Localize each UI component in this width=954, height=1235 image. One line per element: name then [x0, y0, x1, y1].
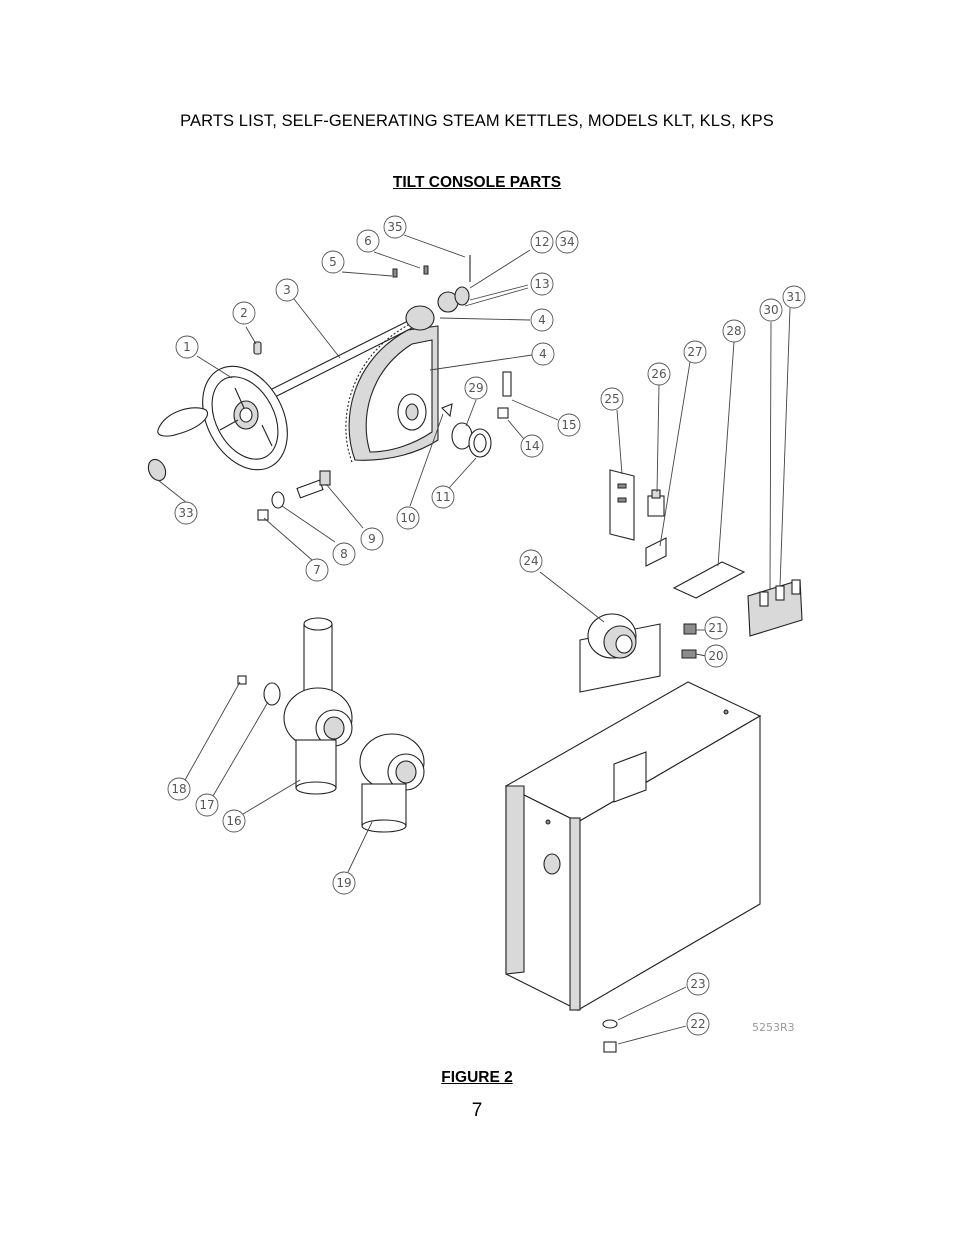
callout-35: 35: [383, 215, 407, 239]
callout-label: 3: [283, 283, 291, 297]
electrical-components: [579, 469, 803, 693]
callout-22: 22: [686, 1012, 710, 1036]
callout-label: 11: [435, 490, 450, 504]
callout-label: 33: [178, 506, 193, 520]
callout-5: 5: [321, 250, 345, 274]
callout-7: 7: [305, 558, 329, 582]
callout-label: 26: [651, 367, 666, 381]
callout-31: 31: [782, 285, 806, 309]
callout-14: 14: [520, 434, 544, 458]
callout-label: 34: [559, 235, 574, 249]
callout-label: 7: [313, 563, 321, 577]
callout-label: 5: [329, 255, 337, 269]
callout-24: 24: [519, 549, 543, 573]
callout-34: 34: [555, 230, 579, 254]
callout-label: 2: [240, 306, 248, 320]
callout-label: 15: [561, 418, 576, 432]
pipe-fittings: [237, 617, 425, 833]
callout-label: 13: [534, 277, 549, 291]
callout-6: 6: [356, 229, 380, 253]
section-title: TILT CONSOLE PARTS: [392, 174, 562, 191]
callout-label: 24: [523, 554, 538, 568]
callout-label: 35: [387, 220, 402, 234]
callout-16: 16: [222, 809, 246, 833]
callout-label: 1: [183, 340, 191, 354]
callout-label: 30: [763, 303, 778, 317]
callout-9: 9: [360, 527, 384, 551]
callout-label: 21: [708, 621, 723, 635]
drawing-code: 5253R3: [752, 1021, 795, 1034]
callout-26: 26: [647, 362, 671, 386]
callout-label: 10: [400, 511, 415, 525]
callout-label: 4: [539, 347, 547, 361]
callout-4b: 4: [531, 342, 555, 366]
callout-label: 27: [687, 345, 702, 359]
callout-label: 12: [534, 235, 549, 249]
callout-8: 8: [332, 542, 356, 566]
callout-11: 11: [431, 485, 455, 509]
gear-sector: [345, 255, 471, 463]
callout-label: 25: [604, 392, 619, 406]
callout-label: 9: [368, 532, 376, 546]
callout-label: 4: [538, 313, 546, 327]
callout-21: 21: [704, 616, 728, 640]
callout-label: 19: [336, 876, 351, 890]
callout-20: 20: [704, 644, 728, 668]
callout-label: 31: [786, 290, 801, 304]
callout-27: 27: [683, 340, 707, 364]
callout-4a: 4: [530, 308, 554, 332]
callout-label: 28: [726, 324, 741, 338]
leader-lines: [157, 234, 791, 1045]
callout-label: 8: [340, 547, 348, 561]
callout-label: 18: [171, 782, 186, 796]
callout-15: 15: [557, 413, 581, 437]
callout-19: 19: [332, 871, 356, 895]
small-hardware: [257, 371, 512, 521]
callout-23: 23: [686, 972, 710, 996]
callout-label: 22: [690, 1017, 705, 1031]
callout-28: 28: [722, 319, 746, 343]
callout-label: 6: [364, 234, 372, 248]
callout-13: 13: [530, 272, 554, 296]
callout-label: 17: [199, 798, 214, 812]
callout-label: 23: [690, 977, 705, 991]
callout-10: 10: [396, 506, 420, 530]
callout-25: 25: [600, 387, 624, 411]
callout-12: 12: [530, 230, 554, 254]
callout-2: 2: [232, 301, 256, 325]
callout-29: 29: [464, 376, 488, 400]
callout-label: 29: [468, 381, 483, 395]
callout-33: 33: [174, 501, 198, 525]
callout-3: 3: [275, 278, 299, 302]
page-header: PARTS LIST, SELF-GENERATING STEAM KETTLE…: [180, 112, 774, 130]
callout-label: 16: [226, 814, 241, 828]
callout-1: 1: [175, 335, 199, 359]
callout-18: 18: [167, 777, 191, 801]
figure-label: FIGURE 2: [441, 1069, 513, 1086]
handwheel-assembly: [147, 319, 415, 482]
callout-30: 30: [759, 298, 783, 322]
callout-17: 17: [195, 793, 219, 817]
page-number: 7: [471, 1100, 483, 1121]
callout-label: 20: [708, 649, 723, 663]
console-box: [504, 681, 762, 1053]
callout-label: 14: [524, 439, 539, 453]
